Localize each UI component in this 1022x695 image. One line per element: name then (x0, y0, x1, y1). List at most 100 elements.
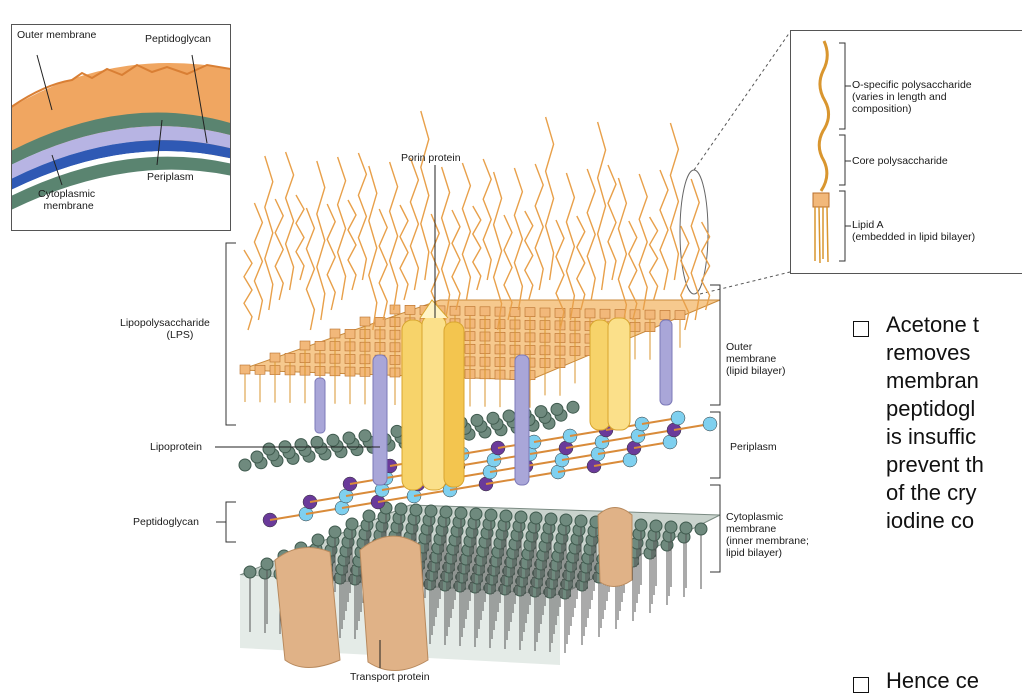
lps-chain (284, 151, 295, 291)
lps-chain (461, 162, 472, 301)
lipid-head (664, 520, 678, 534)
lipid-head (424, 504, 438, 518)
lps-chain (471, 205, 482, 291)
lipid-head (469, 507, 483, 521)
porin-protein-label: Porin protein (401, 152, 461, 164)
lps-chain (524, 210, 534, 301)
lps-chain (700, 221, 711, 311)
lps-head (239, 364, 251, 375)
lipid-head (534, 405, 548, 419)
lps-connector-bottom (699, 271, 791, 295)
outer-membrane-label: Outer membrane (lipid bilayer) (726, 341, 786, 377)
inset-peptidoglycan-label: Peptidoglycan (145, 33, 211, 45)
lps-chain (253, 202, 264, 321)
lipid-head (679, 521, 693, 535)
lps-head (389, 304, 401, 315)
lps-chain (347, 199, 357, 291)
lipid-head (529, 511, 543, 525)
periplasm-bracket (710, 411, 721, 479)
lipid-head (250, 450, 264, 464)
lps-lipid-a-line1: Lipid A (852, 219, 884, 231)
lipid-head (342, 431, 356, 445)
lipid-head (454, 506, 468, 520)
lipid-head (544, 512, 558, 526)
lps-chain (243, 249, 253, 331)
cytoplasmic-label-line2: membrane (726, 523, 777, 535)
lipid-head (439, 505, 453, 519)
lipid-head (649, 519, 663, 533)
lps-label-line1: Lipopolysaccharide (120, 317, 210, 329)
lps-chain (409, 157, 420, 291)
lipid-head (559, 513, 573, 527)
outer-membrane-label-line3: (lipid bilayer) (726, 365, 786, 377)
lps-head (344, 328, 356, 339)
lipid-head (634, 518, 648, 532)
bullet1-line4: peptidogl (886, 396, 976, 421)
lps-chain (534, 163, 544, 291)
lipid-head (362, 509, 376, 523)
lipid-head (390, 424, 404, 438)
periplasm-label: Periplasm (730, 441, 777, 453)
bullet-checkbox-2 (853, 677, 869, 693)
lps-label: Lipopolysaccharide (LPS) (120, 317, 210, 341)
lipid-head (409, 503, 423, 517)
o-specific-chain (817, 40, 830, 192)
inset-cytoplasmic-line1: Cytoplasmic (38, 188, 96, 200)
lipid-head (262, 442, 276, 456)
nam-bead (702, 416, 718, 432)
bullet1-line2: removes (886, 340, 971, 365)
lipid-head (394, 502, 408, 516)
cytoplasmic-label-line3: (inner membrane; (726, 535, 809, 547)
transport-protein-right (597, 507, 633, 587)
nam-bead (670, 410, 686, 426)
lps-o-specific-line1: O-specific polysaccharide (852, 79, 972, 91)
lipid-head (486, 411, 500, 425)
lps-chain (576, 215, 586, 311)
lps-head (449, 305, 461, 316)
outer-membrane-label-line1: Outer (726, 341, 753, 353)
lps-chain (690, 178, 700, 321)
lipoprotein-label: Lipoprotein (150, 441, 202, 453)
bullet1-line5: is insuffic (886, 424, 977, 449)
lipid-head (243, 565, 257, 579)
periplasm-band (12, 126, 230, 179)
lps-connector-top (693, 31, 791, 171)
lipid-head (574, 514, 588, 528)
inset-periplasm-label: Periplasm (147, 171, 194, 183)
lipid-head (566, 400, 580, 414)
lps-head (359, 316, 371, 327)
inset-cytoplasmic-label: Cytoplasmic membrane (38, 188, 95, 212)
lipid-head (358, 429, 372, 443)
lipid-a-head (812, 192, 830, 208)
lps-head (584, 308, 596, 319)
lps-chains (243, 110, 711, 331)
bullet1-line6: prevent th (886, 452, 984, 477)
lps-chain (565, 172, 576, 321)
lipid-head (550, 402, 564, 416)
transport-protein-center (359, 535, 429, 671)
lps-lipid-a-line2: (embedded in lipid bilayer) (852, 231, 976, 243)
lipoprotein-right (659, 319, 673, 406)
lipid-head (694, 522, 708, 536)
lps-chain (680, 225, 690, 331)
cytoplasmic-label-line4: lipid bilayer) (726, 547, 783, 559)
lps-chain (326, 203, 336, 311)
inset-outer-membrane-label: Outer membrane (17, 29, 97, 41)
peptidoglycan-label: Peptidoglycan (133, 516, 199, 528)
lps-head (464, 306, 476, 316)
lps-chain (336, 156, 347, 301)
bullet1-line8: iodine co (886, 508, 975, 533)
lipid-head (502, 409, 516, 423)
core-bracket (839, 134, 851, 186)
lps-chain (316, 160, 326, 321)
lps-chain (669, 122, 680, 281)
lps-chain (368, 165, 378, 331)
envelope-inset-drawing (12, 54, 230, 210)
lipid-head (499, 509, 513, 523)
lps-o-specific-line3: composition) (852, 103, 912, 115)
inset-cytoplasmic-line2: membrane (43, 200, 94, 212)
cytoplasmic-membrane-band (12, 156, 230, 210)
bullet-checkbox-1 (853, 321, 869, 337)
lps-o-specific-line2: (varies in length and (852, 91, 947, 103)
